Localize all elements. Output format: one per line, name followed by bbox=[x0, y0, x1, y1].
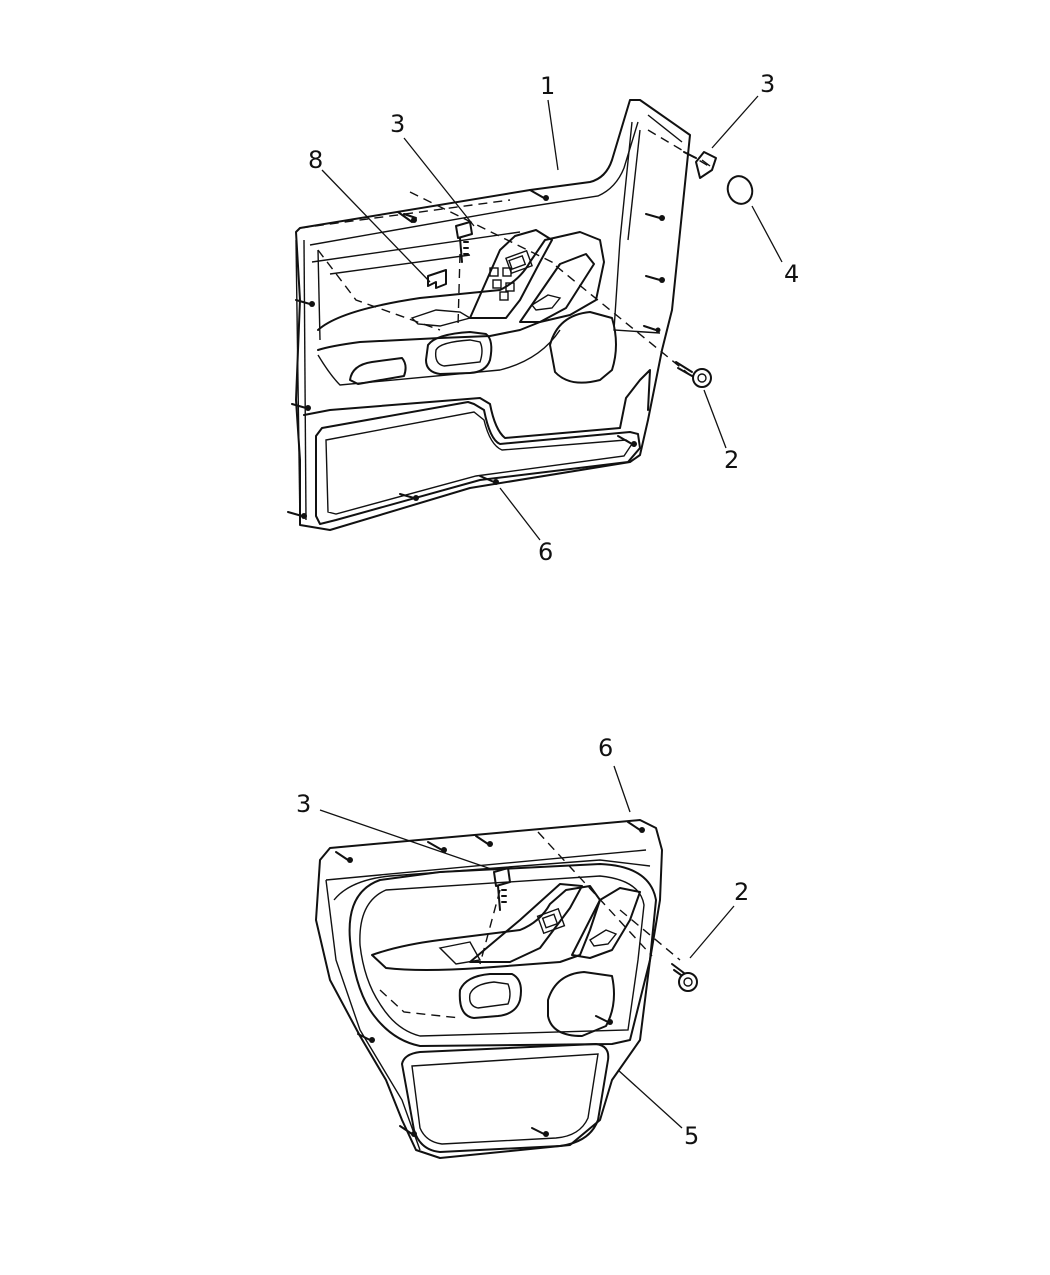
clip-icon bbox=[291, 403, 311, 411]
clip-icon bbox=[529, 189, 549, 201]
screw-icon bbox=[683, 151, 717, 179]
push-pin-icon bbox=[675, 361, 712, 388]
clip-icon bbox=[531, 1127, 549, 1137]
clip-icon bbox=[627, 821, 645, 833]
clip-icon bbox=[617, 435, 637, 447]
clip-icon bbox=[335, 851, 353, 863]
clip-icon bbox=[645, 213, 665, 221]
callout-label: 4 bbox=[784, 260, 799, 288]
cap-plug-icon bbox=[726, 175, 754, 205]
clip-icon bbox=[479, 475, 499, 485]
clip-icon bbox=[397, 211, 417, 223]
callout-label: 3 bbox=[390, 110, 405, 138]
callout-label: 2 bbox=[724, 446, 739, 474]
screw-icon bbox=[493, 867, 511, 911]
rear-door-trim-panel bbox=[315, 819, 698, 1159]
screw-icon bbox=[455, 221, 473, 263]
clip-icon bbox=[475, 835, 493, 847]
front-door-trim-panel bbox=[287, 99, 754, 531]
callout-label: 5 bbox=[684, 1122, 699, 1150]
push-pin-icon bbox=[671, 963, 698, 992]
clip-icon bbox=[427, 841, 447, 853]
clip-icon bbox=[399, 493, 419, 501]
clip-icon bbox=[399, 1125, 417, 1137]
clip-icon bbox=[357, 1033, 375, 1043]
callout-label: 6 bbox=[538, 538, 553, 566]
callout-label: 2 bbox=[734, 878, 749, 906]
clip-icon bbox=[295, 299, 315, 307]
callout-label: 8 bbox=[308, 146, 323, 174]
callout-label: 1 bbox=[540, 72, 555, 100]
clip-icon bbox=[643, 325, 661, 333]
clip-icon bbox=[595, 1015, 613, 1025]
callout-label: 6 bbox=[598, 734, 613, 762]
clip-icon bbox=[645, 275, 665, 283]
callout-label: 3 bbox=[760, 70, 775, 98]
clip-icon bbox=[287, 511, 307, 519]
callout-label: 3 bbox=[296, 790, 311, 818]
